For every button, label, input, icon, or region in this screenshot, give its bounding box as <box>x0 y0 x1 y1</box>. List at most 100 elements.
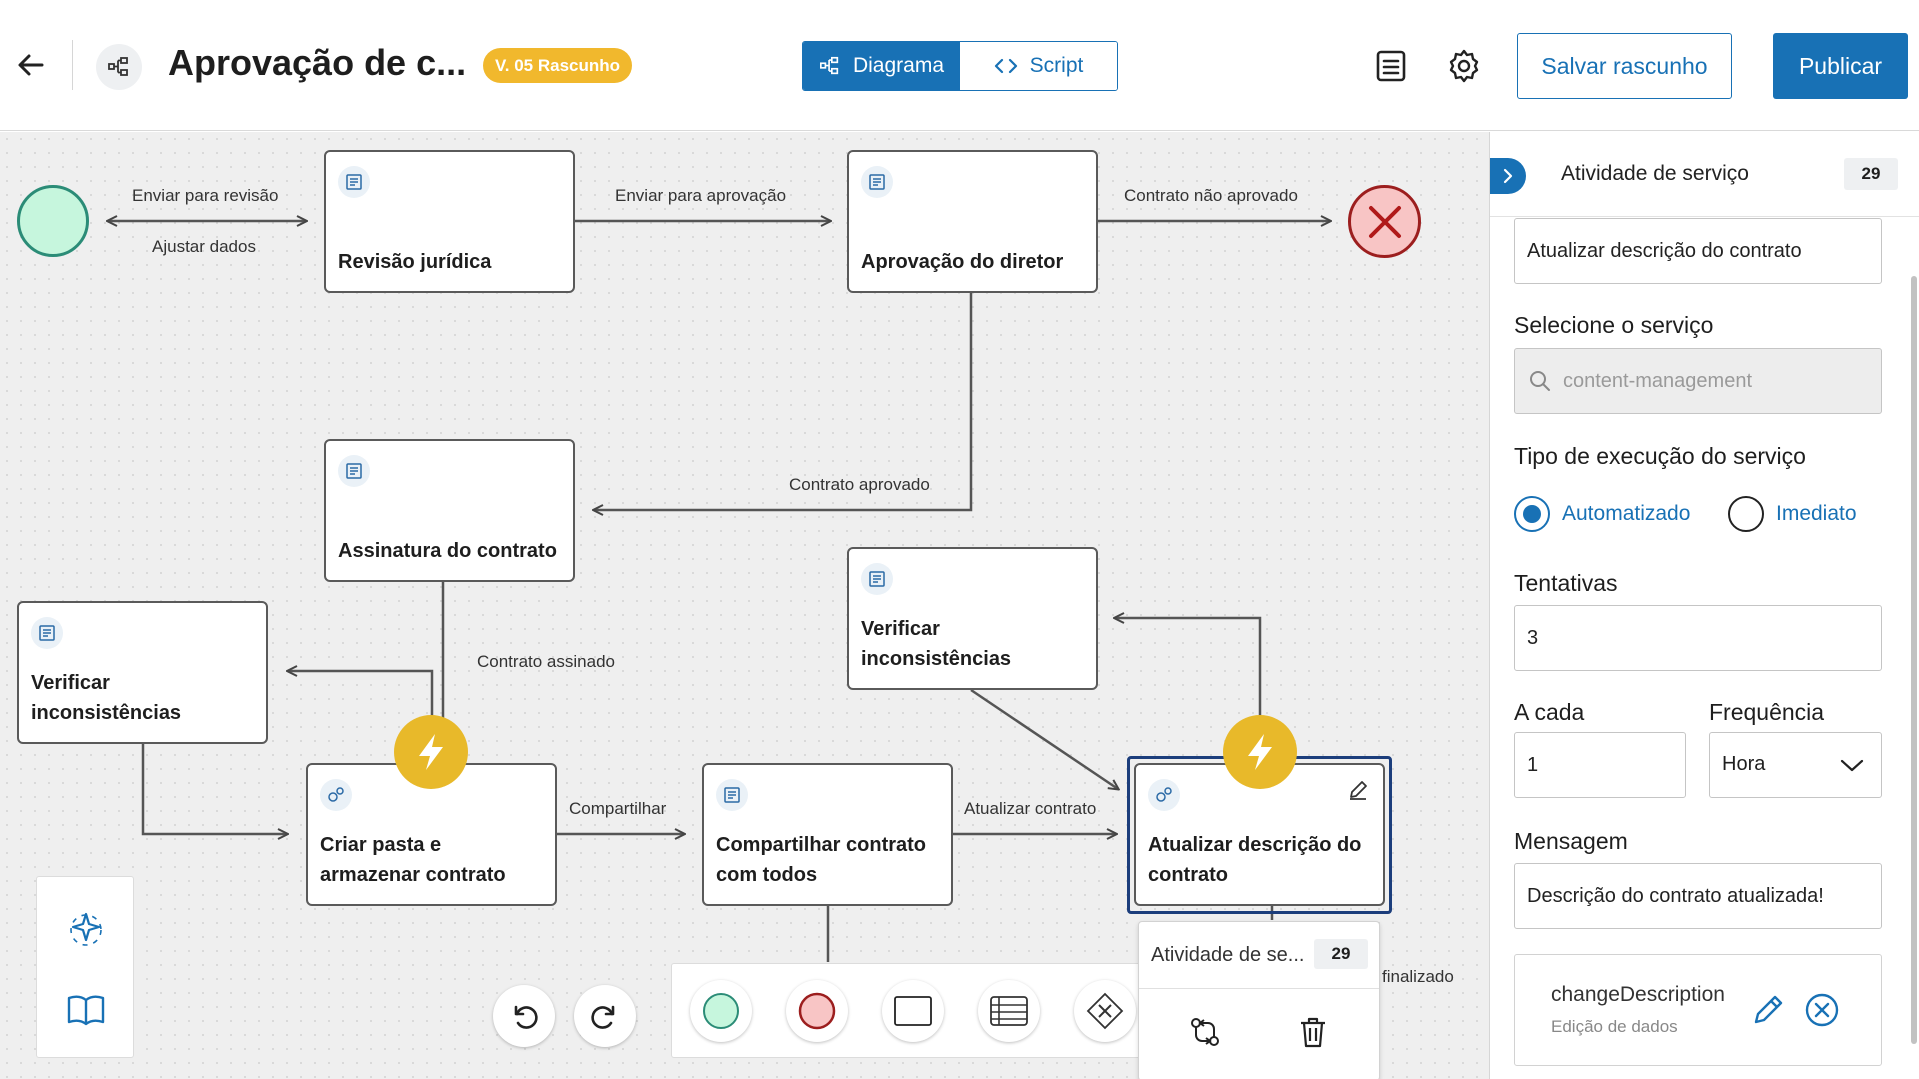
action-card: changeDescription Edição de dados <box>1514 954 1882 1066</box>
service-search-box[interactable] <box>1514 348 1882 414</box>
redo-icon <box>591 1005 615 1029</box>
radio-automated[interactable]: Automatizado <box>1514 496 1690 532</box>
frequency-value: Hora <box>1722 753 1766 775</box>
tab-diagram[interactable]: Diagrama <box>803 42 960 90</box>
top-header: Aprovação de c... V. 05 Rascunho Diagram… <box>0 0 1919 131</box>
popover-title: Atividade de se... <box>1151 944 1305 966</box>
radio-immediate[interactable]: Imediato <box>1728 496 1857 532</box>
action-name: changeDescription <box>1551 983 1725 1006</box>
panel-header: Atividade de serviço 29 <box>1490 132 1919 217</box>
end-event-icon <box>798 992 836 1030</box>
properties-panel: Atividade de serviço 29 Selecione o serv… <box>1489 132 1919 1079</box>
edge-label-approved: Contrato aprovado <box>789 475 930 494</box>
search-icon <box>1530 371 1550 391</box>
form-task-icon <box>716 779 748 811</box>
task-label: Assinatura do contrato <box>338 540 557 562</box>
version-badge: V. 05 Rascunho <box>483 48 633 83</box>
ai-sparkle-icon[interactable] <box>65 909 107 951</box>
scrollbar-thumb[interactable] <box>1911 276 1917 1044</box>
message-label: Mensagem <box>1514 828 1628 854</box>
radio-dot-selected <box>1514 496 1550 532</box>
form-task-icon <box>31 617 63 649</box>
activity-name-input[interactable] <box>1514 218 1882 284</box>
palette-gateway[interactable] <box>1074 980 1136 1042</box>
tab-script-label: Script <box>1029 54 1084 77</box>
every-input[interactable] <box>1514 732 1686 798</box>
service-label: Selecione o serviço <box>1514 312 1714 338</box>
form-task-icon <box>338 166 370 198</box>
task-label: Aprovação do diretor <box>861 251 1064 273</box>
popover-divider <box>1139 988 1379 989</box>
lightning-bolt-icon[interactable] <box>394 715 468 789</box>
palette-start-event[interactable] <box>690 980 752 1042</box>
edit-pencil-icon[interactable] <box>1749 991 1787 1029</box>
edge-label-finished: finalizado <box>1382 967 1454 986</box>
form-task-icon <box>338 455 370 487</box>
edge-label-share: Compartilhar <box>569 799 667 818</box>
frequency-select[interactable]: Hora <box>1709 732 1882 798</box>
tab-script[interactable]: Script <box>960 42 1117 90</box>
diagram-canvas[interactable]: Enviar para revisão Ajustar dados Enviar… <box>0 132 1489 1079</box>
diagram-icon <box>819 56 839 75</box>
start-event[interactable] <box>17 185 89 257</box>
radio-immediate-label: Imediato <box>1776 502 1857 525</box>
save-draft-button[interactable]: Salvar rascunho <box>1517 33 1732 99</box>
edge-label-update: Atualizar contrato <box>964 799 1097 818</box>
redo-button[interactable] <box>574 985 636 1047</box>
end-event[interactable] <box>1348 185 1421 258</box>
collapse-panel-button[interactable] <box>1490 158 1526 194</box>
attempts-label: Tentativas <box>1514 570 1618 596</box>
close-x-icon <box>1368 205 1401 238</box>
start-event-icon <box>703 993 739 1029</box>
task-check-inconsistencies-right[interactable]: Verificar inconsistências <box>847 547 1098 690</box>
lightning-bolt-icon[interactable] <box>1223 715 1297 789</box>
view-toggle: Diagrama Script <box>802 41 1118 91</box>
service-search-input[interactable] <box>1563 349 1863 413</box>
remove-circle-x-icon[interactable] <box>1803 991 1841 1029</box>
palette-form-task[interactable] <box>978 980 1040 1042</box>
document-list-icon[interactable] <box>1373 48 1409 84</box>
tab-diagram-label: Diagrama <box>852 54 945 77</box>
task-share-contract[interactable]: Compartilhar contrato com todos <box>702 763 953 906</box>
panel-scrollbar[interactable] <box>1910 212 1918 1050</box>
panel-count-badge: 29 <box>1844 158 1898 190</box>
palette-end-event[interactable] <box>786 980 848 1042</box>
popover-count-badge: 29 <box>1314 939 1368 969</box>
task-director-approval[interactable]: Aprovação do diretor <box>847 150 1098 293</box>
radio-automated-label: Automatizado <box>1562 502 1691 525</box>
task-legal-review[interactable]: Revisão jurídica <box>324 150 575 293</box>
flow-icon <box>96 44 142 90</box>
message-input[interactable] <box>1514 863 1882 929</box>
exec-type-label: Tipo de execução do serviço <box>1514 443 1806 469</box>
change-type-icon[interactable] <box>1187 1014 1223 1050</box>
edge-label-not-approved: Contrato não aprovado <box>1124 186 1298 205</box>
trash-icon[interactable] <box>1295 1014 1331 1050</box>
back-arrow-icon[interactable] <box>14 48 48 82</box>
action-type: Edição de dados <box>1551 1017 1678 1036</box>
task-contract-signature[interactable]: Assinatura do contrato <box>324 439 575 582</box>
edit-pencil-icon[interactable] <box>1347 779 1369 801</box>
book-icon[interactable] <box>65 989 107 1031</box>
panel-title: Atividade de serviço <box>1561 162 1749 185</box>
task-label: Revisão jurídica <box>338 251 492 273</box>
attempts-input[interactable] <box>1514 605 1882 671</box>
task-label: Criar pasta e armazenar contrato <box>320 834 506 886</box>
edge-label-send-review: Enviar para revisão <box>132 186 279 205</box>
radio-dot <box>1728 496 1764 532</box>
undo-button[interactable] <box>493 985 555 1047</box>
gear-icon[interactable] <box>1446 48 1482 84</box>
form-task-icon <box>861 563 893 595</box>
node-popover: Atividade de se... 29 <box>1138 921 1380 1079</box>
form-list-icon <box>990 996 1028 1026</box>
task-check-inconsistencies-left[interactable]: Verificar inconsistências <box>17 601 268 744</box>
task-label: Compartilhar contrato com todos <box>716 834 927 886</box>
palette-task[interactable] <box>882 980 944 1042</box>
gateway-icon <box>1086 992 1124 1030</box>
task-rect-icon <box>894 996 932 1026</box>
publish-button[interactable]: Publicar <box>1773 33 1908 99</box>
edge-label-adjust-data: Ajustar dados <box>152 237 256 256</box>
task-create-folder[interactable]: Criar pasta e armazenar contrato <box>306 763 557 906</box>
form-task-icon <box>861 166 893 198</box>
service-task-icon <box>320 779 352 811</box>
undo-icon <box>514 1005 538 1029</box>
